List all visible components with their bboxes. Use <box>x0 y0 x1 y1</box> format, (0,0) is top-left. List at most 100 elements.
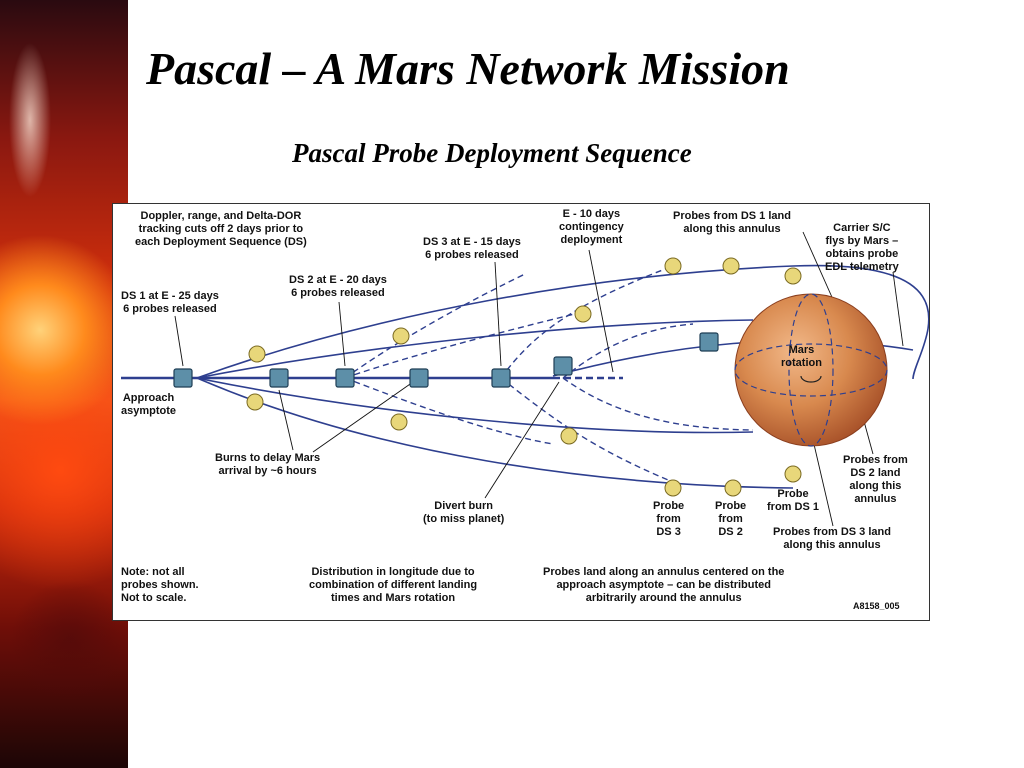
label-line: Probe <box>715 500 747 512</box>
label-line: Approach <box>122 392 175 404</box>
callout-line <box>312 381 414 453</box>
label-line: obtains probe <box>825 248 899 260</box>
label-line: along this annulus <box>683 223 781 235</box>
callout-line <box>278 389 294 451</box>
callout-line <box>338 301 346 367</box>
probe <box>722 257 740 275</box>
probe-trajectory-dashed <box>562 377 754 431</box>
label-line: 6 probes released <box>123 303 217 315</box>
probe <box>248 345 266 363</box>
label-line: from DS 1 <box>767 501 819 513</box>
probe <box>574 305 592 323</box>
callout-line <box>802 231 836 305</box>
probe <box>664 479 682 497</box>
probe <box>664 257 682 275</box>
probe <box>560 427 578 445</box>
label-line: Distribution in longitude due to <box>311 566 475 578</box>
label-line: Doppler, range, and Delta-DOR <box>140 210 302 222</box>
label-line: DS 2 <box>718 526 743 538</box>
label-line: 6 probes released <box>291 287 385 299</box>
label-line: arbitrarily around the annulus <box>585 592 742 604</box>
decorative-side-strip <box>0 0 128 768</box>
label-line: Probes from <box>843 454 908 466</box>
spacecraft <box>553 356 573 376</box>
label-line: combination of different landing <box>309 579 478 591</box>
label-line: Probes from DS 3 land <box>773 526 891 538</box>
label-line: DS 3 <box>656 526 681 538</box>
label-line: DS 2 at E - 20 days <box>289 274 387 286</box>
label-line: each Deployment Sequence (DS) <box>135 236 307 248</box>
annulus-ring <box>788 293 834 447</box>
spacecraft <box>173 368 193 388</box>
label-line: DS 2 land <box>850 467 901 479</box>
probe <box>392 327 410 345</box>
probe-trajectory <box>196 377 754 434</box>
diagram-graphic <box>121 231 929 527</box>
spacecraft <box>491 368 511 388</box>
probe-trajectory <box>196 264 929 380</box>
label-line: from <box>718 513 743 525</box>
label-line: DS 3 at E - 15 days <box>423 236 521 248</box>
probe-trajectory-dashed <box>500 377 674 483</box>
annulus-ring <box>734 343 888 397</box>
label-line: A8158_005 <box>853 601 900 611</box>
probe-trajectory-dashed <box>562 323 694 379</box>
label-line: Note: not all <box>121 566 185 578</box>
label-figure-id: A8158_005 <box>853 600 900 613</box>
probe-trajectory-dashed <box>344 311 584 379</box>
callout-line <box>588 249 614 373</box>
label-line: probes shown. <box>121 579 199 591</box>
probe <box>246 393 264 411</box>
probe <box>784 267 802 285</box>
label-line: deployment <box>560 234 623 246</box>
label-line: Divert burn <box>434 500 493 512</box>
label-line: times and Mars rotation <box>330 592 456 604</box>
label-line: approach asymptote – can be distributed <box>556 579 771 591</box>
spacecraft <box>699 332 719 352</box>
label-line: 6 probes released <box>425 249 519 261</box>
probe-trajectory <box>196 377 794 489</box>
probe-trajectory-dashed <box>344 273 526 379</box>
label-line: tracking cuts off 2 days prior to <box>138 223 304 235</box>
label-divert: Divert burn(to miss planet) <box>423 500 504 526</box>
spacecraft <box>269 368 289 388</box>
label-line: E - 10 days <box>562 208 621 220</box>
callout-line <box>494 261 502 367</box>
callout-line <box>812 439 834 527</box>
label-line: Mars <box>788 344 815 356</box>
label-line: Burns to delay Mars <box>215 452 321 464</box>
probe <box>784 465 802 483</box>
label-line: Probe <box>653 500 685 512</box>
probe <box>390 413 408 431</box>
label-line: EDL telemetry <box>825 261 899 273</box>
probe-trajectory-dashed <box>344 377 554 445</box>
label-line: asymptote <box>121 405 177 417</box>
label-line: from <box>656 513 681 525</box>
label-line: flys by Mars – <box>825 235 899 247</box>
label-line: Carrier S/C <box>833 222 891 234</box>
slide-subtitle: Pascal Probe Deployment Sequence <box>292 138 692 168</box>
label-line: rotation <box>781 357 822 369</box>
label-line: DS 1 at E - 25 days <box>121 290 219 302</box>
label-line: Not to scale. <box>121 592 187 604</box>
spacecraft <box>409 368 429 388</box>
callout-line <box>892 271 904 347</box>
label-line: (to miss planet) <box>423 513 505 525</box>
label-landing: Probes land along an annulus centered on… <box>543 566 784 605</box>
slide-title: Pascal – A Mars Network Mission <box>146 43 790 94</box>
label-line: along this annulus <box>783 539 881 551</box>
